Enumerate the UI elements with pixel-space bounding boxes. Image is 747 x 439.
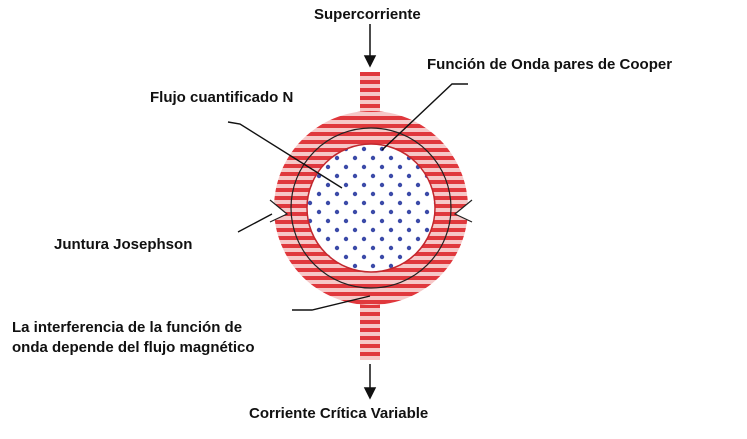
top-lead — [360, 72, 380, 122]
cooper-wave-function-label: Función de Onda pares de Cooper — [427, 56, 673, 73]
josephson-junction-label: Juntura Josephson — [54, 236, 193, 253]
interference-label: La interferencia de la función de onda d… — [12, 318, 332, 358]
junction-gap-right — [453, 199, 473, 223]
interference-label-line2: onda depende del flujo magnético — [12, 339, 255, 356]
supercurrent-label: Supercorriente — [314, 6, 421, 23]
interference-label-line1: La interferencia de la función de — [12, 319, 243, 336]
arrows — [363, 24, 377, 400]
superconducting-ring — [269, 111, 473, 305]
critical-current-label: Corriente Crítica Variable — [249, 405, 429, 422]
bottom-lead — [360, 292, 380, 360]
flux-region — [307, 144, 435, 272]
leader-lines — [227, 83, 468, 311]
quantized-flux-label: Flujo cuantificado N — [150, 89, 294, 106]
wave-function-path — [290, 127, 452, 289]
junction-gap-left — [269, 199, 289, 223]
